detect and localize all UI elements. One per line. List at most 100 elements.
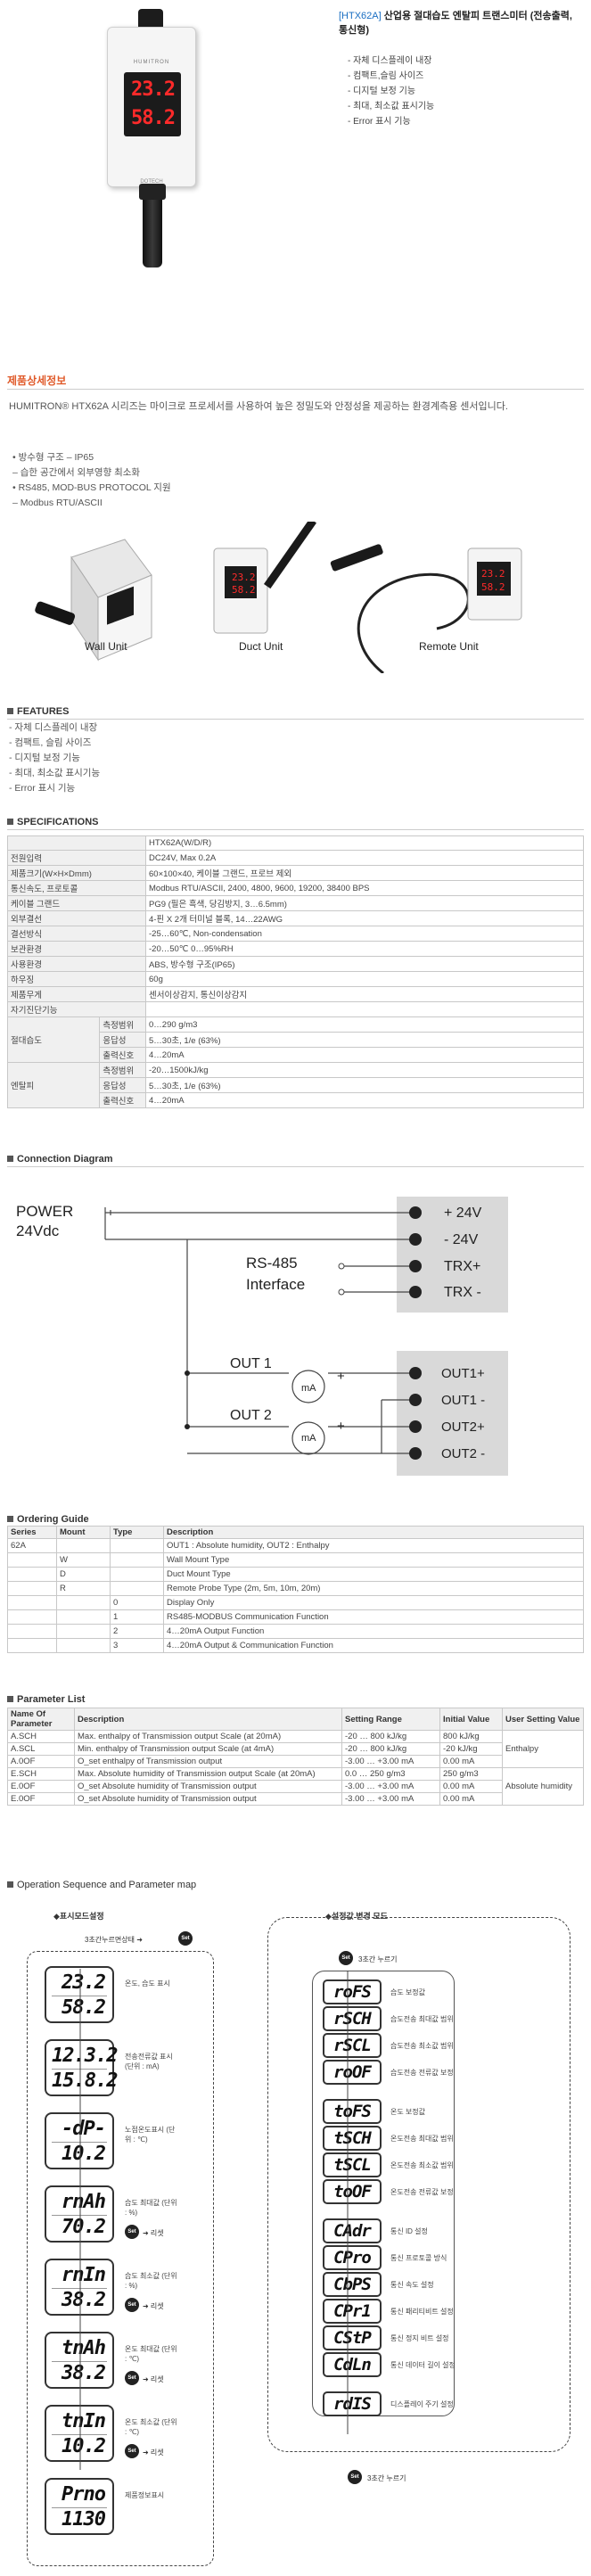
label-duct-unit: Duct Unit [239, 640, 283, 653]
table-cell: -3.00 … +3.00 mA [341, 1780, 440, 1793]
terminal-label: OUT2+ [441, 1420, 485, 1435]
parameter-caption: 디스플레이 주기 설정 [390, 2400, 454, 2408]
display-line2: 38.2 [62, 2362, 106, 2384]
display-line1: tnIn [62, 2410, 106, 2432]
display-screen: -dP-10.2 [45, 2112, 114, 2169]
set-button-icon: Set [125, 2444, 139, 2458]
spec-label: 통신속도, 프로토콜 [7, 880, 146, 896]
column-header: Mount [56, 1526, 111, 1539]
table-cell: Max. Absolute humidity of Transmission o… [74, 1767, 342, 1781]
table-cell: 0.00 mA [439, 1755, 503, 1768]
ma-meter-2-label: mA [301, 1433, 316, 1444]
section-title-specs: SPECIFICATIONS [7, 817, 98, 827]
spec-label: 결선방식 [7, 926, 146, 942]
display-caption: 노점온도표시 (단위 : ℃) [125, 2126, 176, 2144]
spec-sublabel: 응답성 [99, 1077, 146, 1093]
parameter-caption: 습도전송 전류값 보정 [390, 2069, 454, 2077]
table-cell: A.SCH [7, 1730, 75, 1743]
connection-diagram: POWER 24Vdc RS-485 Interface + 24V - 24V… [16, 1197, 508, 1476]
divider [7, 719, 584, 720]
spec-label: 보관환경 [7, 941, 146, 957]
power-voltage-label: 24Vdc [16, 1222, 60, 1239]
display-line1: Prno [62, 2483, 106, 2506]
list-item: – 습한 공간에서 외부영향 최소화 [12, 467, 141, 478]
display-line2: 70.2 [62, 2216, 106, 2238]
header-feature-list: - 자체 디스플레이 내장 - 컴팩트,슬림 사이즈 - 디지털 보정 기능 -… [348, 53, 579, 129]
parameter-caption: 통신 프로토콜 방식 [390, 2254, 447, 2262]
spec-value: 4…20mA [145, 1092, 584, 1108]
parameter-display: CAdr [323, 2218, 382, 2243]
interface-label: Interface [246, 1276, 305, 1293]
table-row: HTX62A(W/D/R) [7, 835, 584, 851]
list-item: - 컴팩트, 슬림 사이즈 [9, 737, 92, 748]
parameter-display: CPro [323, 2245, 382, 2270]
setting-mode-box [267, 1917, 570, 2452]
spec-label: 제품크기(W×H×Dmm) [7, 865, 146, 881]
table-cell: O_set Absolute humidity of Transmission … [74, 1792, 342, 1806]
product-name: 산업용 절대습도 엔탈피 트랜스미터 (전송출력,통신형) [339, 11, 572, 36]
rs485-label: RS-485 [246, 1255, 298, 1272]
spec-group-label: 엔탈피 [6, 1062, 101, 1108]
table-cell: RS485-MODBUS Communication Function [163, 1609, 584, 1625]
intro-text: HUMITRON® HTX62A 시리즈는 마이크로 프로세서를 사용하여 높은… [9, 401, 508, 412]
table-cell: 2 [110, 1624, 164, 1639]
display-line2: 58.2 [62, 1996, 106, 2019]
table-cell: -3.00 … +3.00 mA [341, 1755, 440, 1768]
spec-value: -20…1500kJ/kg [145, 1062, 584, 1078]
table-cell: 3 [110, 1638, 164, 1653]
table-cell: W [56, 1552, 111, 1568]
out1-label: OUT 1 [230, 1356, 272, 1371]
user-setting-group: Enthalpy [502, 1730, 584, 1768]
display-line2: 10.2 [62, 2435, 106, 2457]
table-cell [56, 1609, 111, 1625]
parameter-display: roFS [323, 1979, 382, 2004]
table-cell: 0.00 mA [439, 1792, 503, 1806]
table-cell [110, 1581, 164, 1596]
plus-sign: + [337, 1369, 345, 1384]
table-cell [110, 1538, 164, 1553]
table-cell: 0.0 … 250 g/m3 [341, 1767, 440, 1781]
table-cell: -20 kJ/kg [439, 1742, 503, 1756]
set-button-icon: Set [125, 2298, 139, 2312]
display-line2: 1130 [62, 2508, 106, 2531]
parameter-display: tSCL [323, 2152, 382, 2177]
section-title-flow: Operation Sequence and Parameter map [7, 1880, 196, 1890]
table-cell: Duct Mount Type [163, 1567, 584, 1582]
parameter-caption: 통신 정지 비트 설정 [390, 2334, 449, 2342]
display-caption: 습도 최대값 (단위 : %) [125, 2199, 177, 2217]
table-cell [56, 1538, 111, 1553]
spec-value: Modbus RTU/ASCII, 2400, 4800, 9600, 1920… [145, 880, 584, 896]
terminal-label: OUT1 - [441, 1393, 485, 1408]
display-line2: 10.2 [62, 2143, 106, 2165]
column-header: Description [163, 1526, 584, 1539]
hold-instruction-right: 3초간 누르기 [358, 1955, 398, 1963]
table-cell: -20 … 800 kJ/kg [341, 1730, 440, 1743]
parameter-display: roOF [323, 2060, 382, 2085]
table-cell: E.0OF [7, 1780, 75, 1793]
display-caption: 제품정보표시 [125, 2491, 165, 2499]
spec-label [7, 835, 146, 851]
table-cell: OUT1 : Absolute humidity, OUT2 : Enthalp… [163, 1538, 584, 1553]
table-cell: A.0OF [7, 1755, 75, 1768]
sensor-probe [139, 184, 166, 267]
table-cell: 4…20mA Output & Communication Function [163, 1638, 584, 1653]
spec-value: 4…20mA [145, 1047, 584, 1063]
spec-label: 외부결선 [7, 910, 146, 926]
spec-value: 센서이상감지, 통신이상감지 [145, 986, 584, 1002]
display-line2: 38.2 [62, 2289, 106, 2311]
